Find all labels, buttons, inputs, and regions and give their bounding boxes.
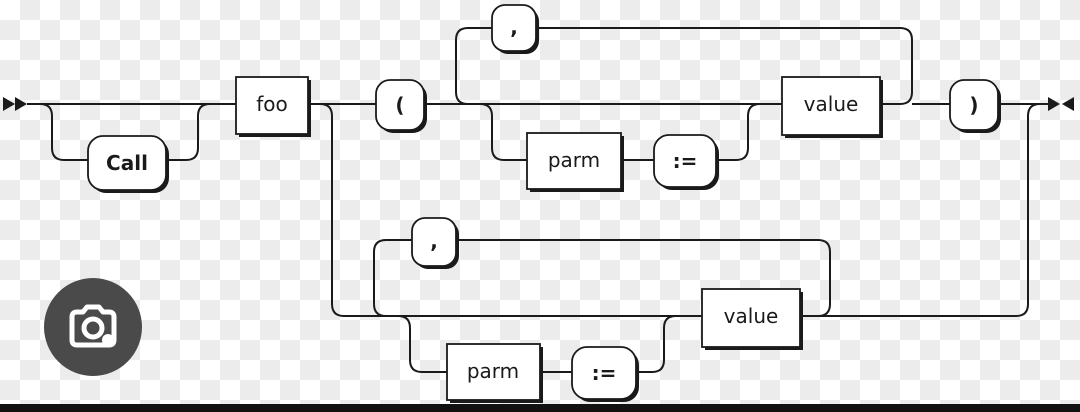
lens-search-button[interactable] — [44, 278, 142, 376]
start-arrow-icon — [3, 97, 27, 111]
svg-text:Call: Call — [106, 151, 148, 175]
assign-token-top: := — [653, 134, 719, 190]
rail-lines — [27, 27, 1048, 373]
svg-text::=: := — [673, 149, 698, 173]
parm-node-bottom: parm — [446, 343, 543, 403]
parm-node-top: parm — [526, 132, 624, 192]
comma-token-top: , — [491, 4, 539, 54]
svg-text:parm: parm — [467, 359, 519, 383]
bottom-border — [0, 404, 1080, 412]
svg-text:foo: foo — [256, 92, 288, 116]
call-keyword: Call — [87, 135, 169, 193]
svg-text:(: ( — [395, 93, 404, 117]
svg-text:value: value — [804, 92, 859, 116]
end-arrow-icon — [1048, 97, 1074, 111]
value-node-bottom: value — [701, 288, 803, 350]
comma-token-bottom: , — [411, 217, 459, 269]
camera-search-icon — [69, 304, 117, 348]
assign-token-bottom: := — [571, 346, 639, 402]
svg-text:value: value — [724, 304, 779, 328]
svg-text::=: := — [592, 361, 617, 385]
close-paren-token: ) — [949, 79, 1001, 133]
open-paren-token: ( — [375, 79, 427, 133]
svg-text:): ) — [969, 93, 978, 117]
svg-text:,: , — [430, 229, 438, 253]
foo-identifier: foo — [235, 76, 311, 137]
svg-text:,: , — [510, 15, 518, 39]
value-node-top: value — [781, 76, 883, 138]
svg-text:parm: parm — [548, 148, 600, 172]
